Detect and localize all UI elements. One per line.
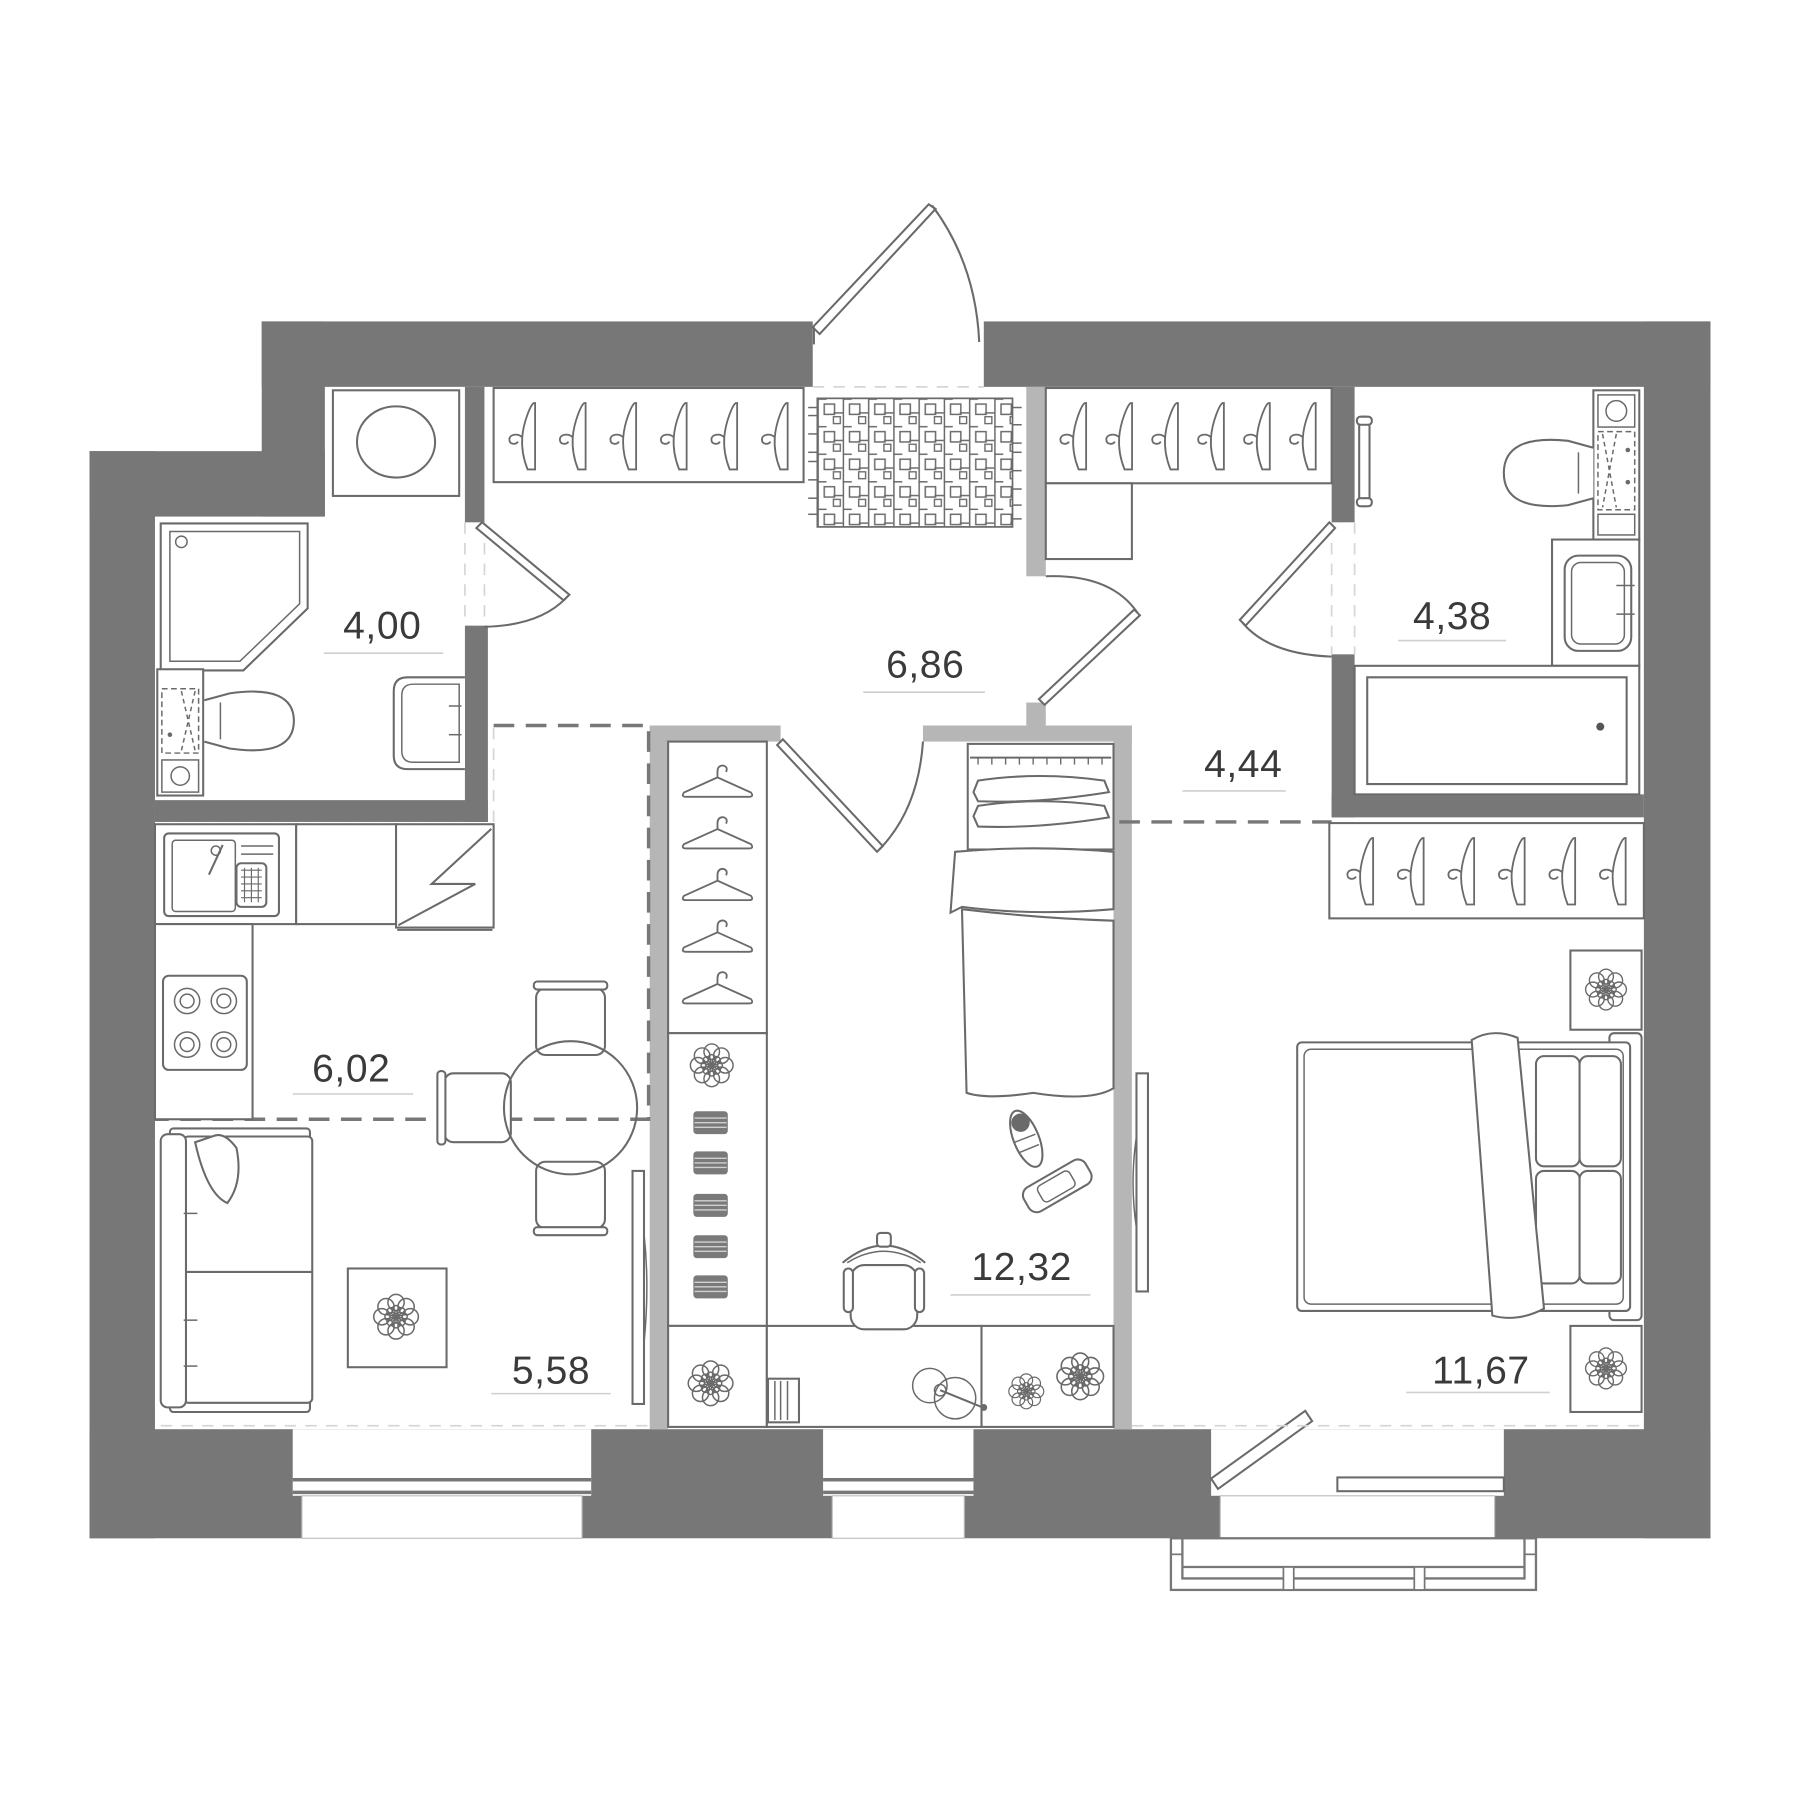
shelf-unit: [667, 1032, 768, 1327]
mirror-wardrobe-icon: [1132, 1072, 1149, 1293]
bathroom-walls: [154, 386, 1644, 822]
area-label-hallway: 6,86: [886, 643, 964, 686]
room-corridor: 4,44: [1037, 386, 1356, 824]
doormat-rug-icon: [808, 397, 1022, 528]
desk-chair-icon: [841, 1231, 926, 1331]
chair-icon: [436, 1070, 512, 1146]
room-kids-room: 12,32: [667, 737, 1115, 1428]
balcony-icon: [1169, 1537, 1538, 1592]
chair-icon: [532, 1160, 609, 1237]
room-kitchen: 6,02: [153, 723, 651, 1237]
area-label-corridor: 4,44: [1204, 743, 1282, 786]
kitchen-sink-icon: [153, 823, 298, 926]
book-stand-icon: [766, 1377, 801, 1424]
rug-flower-icon: [346, 1267, 448, 1369]
toy-boat-icon: [1009, 1109, 1044, 1168]
bathtub-icon: [1353, 664, 1641, 796]
nightstand-flower-icon: [1569, 949, 1643, 1031]
toilet-icon: [1502, 438, 1594, 508]
mirror-wardrobe-icon: [631, 1169, 648, 1405]
toilet-icon: [204, 690, 295, 752]
double-bed-icon: [1296, 1032, 1643, 1322]
area-label-kitchen: 6,02: [312, 1047, 390, 1090]
balcony-door: [1209, 1409, 1505, 1539]
partition-walls: [649, 386, 1132, 1430]
room-hallway: 6,86: [492, 386, 1022, 694]
stove-icon: [161, 974, 248, 1071]
guitar-icon: [911, 1367, 988, 1420]
sink-icon: [1551, 538, 1641, 667]
kitchen-zone-outline: [154, 723, 651, 1121]
cabinet-icon: [1044, 482, 1133, 561]
desk-row: [667, 1324, 1115, 1428]
dining-table-icon: [436, 980, 639, 1237]
flush-panel-icon: [156, 668, 205, 797]
sink-icon: [392, 676, 465, 771]
room-bathroom-2: 4,38: [1353, 389, 1641, 796]
counter-icon: [153, 923, 254, 1121]
corridor-door: [1037, 575, 1142, 707]
room-bedroom: 11,67: [1131, 822, 1645, 1427]
entrance-door-icon: [811, 202, 984, 388]
single-bed-icon: [949, 742, 1115, 1098]
wardrobe-hangers-icon: [492, 386, 805, 484]
fridge-icon: [395, 823, 495, 931]
washing-machine-icon: [331, 389, 461, 497]
room-living-room: 5,58: [159, 1127, 650, 1427]
wardrobe-hangers-icon: [1044, 386, 1333, 485]
wardrobe-hangers-icon: [667, 740, 768, 1035]
kids-room-door: [775, 737, 924, 854]
nightstand-flower-icon: [1569, 1324, 1643, 1414]
area-label-living-room: 5,58: [512, 1349, 590, 1392]
area-label-bathroom-1: 4,00: [343, 604, 421, 647]
area-label-bathroom-2: 4,38: [1413, 595, 1491, 638]
chair-icon: [532, 980, 609, 1057]
window-kids-room: [823, 1429, 974, 1539]
bathroom-2-door: [1238, 520, 1356, 658]
bathroom-1-door: [464, 520, 571, 628]
area-label-bedroom: 11,67: [1432, 1349, 1530, 1392]
shower-tray-icon: [159, 522, 309, 672]
room-bathroom-1: 4,00: [156, 389, 571, 797]
toy-car-icon: [1021, 1158, 1093, 1214]
wardrobe-hangers-icon: [1328, 822, 1645, 920]
flush-panel-icon: [1592, 389, 1641, 541]
area-label-kids-room: 12,32: [971, 1246, 1072, 1289]
towel-rail-icon: [1355, 415, 1373, 508]
window-living-room: [292, 1429, 592, 1539]
counter-icon: [295, 823, 398, 926]
sofa-icon: [159, 1127, 314, 1414]
